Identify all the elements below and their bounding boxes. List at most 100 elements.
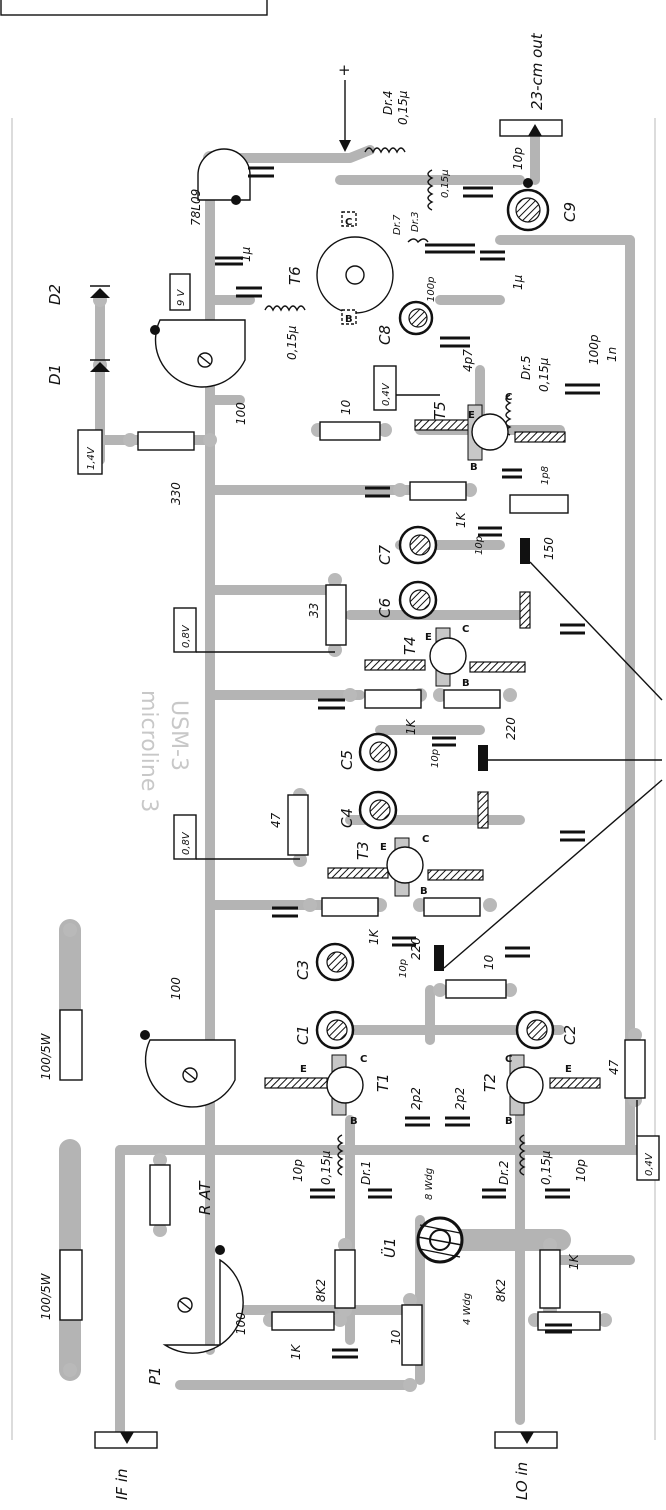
r100-5w-b-label: 100/5W <box>39 1272 53 1320</box>
r1k-right-label: 1K <box>567 1253 581 1270</box>
connector-if-in[interactable] <box>94 1431 158 1449</box>
t5-pin-e: E <box>468 410 475 421</box>
transformer-u1: 8 Wdg Ü1 4 Wdg <box>380 1168 473 1325</box>
cap-4p7-label: 4p7 <box>461 349 475 372</box>
dr4-value: 0,15µ <box>396 90 410 125</box>
cap-10p-l-label: 10p <box>291 1159 305 1182</box>
resistor-10-mid: 10 <box>445 954 507 999</box>
transistor-t5: E C B T5 <box>414 392 566 473</box>
stripline-c4 <box>477 791 489 829</box>
trimmer-c8[interactable]: C8 <box>376 300 434 345</box>
t3-pin-b: B <box>420 886 428 897</box>
t2-pin-c: C <box>505 1054 512 1065</box>
c4-label: C4 <box>338 808 356 828</box>
dr2-value: 0,15µ <box>539 1150 553 1185</box>
cap-c4-rail <box>560 830 585 842</box>
cap-10p-right: 10p <box>482 1159 588 1199</box>
choke-dr7: Dr.7 <box>392 214 429 244</box>
voltage-box-1v4: 1,4V <box>77 429 103 475</box>
regulator-label: 78L09 <box>189 189 203 226</box>
c7-label: C7 <box>376 545 394 565</box>
trimmer-c2[interactable]: C2 <box>515 1010 579 1050</box>
cap-2p2-a: 2p2 <box>405 1087 430 1127</box>
r10-t5-label: 10 <box>339 399 353 415</box>
port-lo-in-label: LO in <box>513 1462 531 1500</box>
trimmer-c6[interactable]: C6 <box>376 580 438 620</box>
resistor-10-t5: 10 <box>319 399 381 441</box>
t6-pin-c: C <box>345 217 352 228</box>
t5-pin-c: C <box>505 392 512 403</box>
trimmer-c9[interactable]: C9 <box>506 178 579 232</box>
resistor-1k-t4: 1K <box>364 689 422 735</box>
cap-left-bottom <box>332 1348 358 1359</box>
trimmer-c4[interactable]: C4 <box>338 790 398 830</box>
trimmer-c1[interactable]: C1 <box>294 1010 355 1050</box>
t1-pin-c: C <box>360 1054 367 1065</box>
cap-10p-t5: 10p <box>474 526 502 555</box>
cap-2p2-b: 2p2 <box>445 1087 470 1127</box>
stripline-leader-lines <box>443 561 663 969</box>
connector-23cm-out[interactable] <box>499 119 563 137</box>
dr5-label: Dr.5 <box>519 355 533 380</box>
resistor-150: 150 <box>509 494 569 560</box>
trimmer-c5[interactable]: C5 <box>338 732 398 772</box>
r220-t3-label: 220 <box>409 937 423 960</box>
r47-t2-label: 47 <box>607 1059 621 1075</box>
t3-label: T3 <box>354 841 372 860</box>
pot-p1[interactable]: P1 100 <box>146 1245 248 1385</box>
regulator-78l09: 78L09 <box>189 148 251 226</box>
voltage-box-0v8-b: 0,8V <box>173 814 300 860</box>
cap-9v-rail <box>236 286 262 298</box>
p1-label: P1 <box>146 1366 164 1385</box>
r8k2-right-label: 8K2 <box>494 1279 508 1302</box>
choke-t6-label: 0,15µ <box>285 325 299 360</box>
cap-10p-t4-label: 10p <box>430 749 441 768</box>
pot-100-t1[interactable]: 100 <box>140 977 236 1108</box>
trimmer-c7[interactable]: C7 <box>376 525 438 565</box>
voltage-box-9v: 9 V <box>169 273 191 311</box>
r220-t4-label: 220 <box>504 717 518 740</box>
diode-d1-label: D1 <box>46 364 64 385</box>
cap-100p-t6-label: 100p <box>426 277 437 302</box>
u1-secondary: 4 Wdg <box>462 1293 473 1325</box>
dr7-label: Dr.7 <box>392 214 403 235</box>
t3-pin-c: C <box>422 834 429 845</box>
c1-label: C1 <box>294 1025 312 1045</box>
dr1-label: Dr.1 <box>359 1160 373 1185</box>
t6-label: T6 <box>286 266 304 285</box>
resistor-1k-t5: 1K <box>409 481 468 528</box>
dr4-label: Dr.4 <box>381 90 395 115</box>
r47-t3-label: 47 <box>269 812 283 828</box>
transistor-t4: E C B T4 <box>364 624 526 689</box>
c3-label: C3 <box>294 960 312 980</box>
c2-label: C2 <box>561 1025 579 1045</box>
voltage-0v8-a: 0,8V <box>181 624 192 648</box>
connector-lo-in[interactable] <box>494 1431 558 1449</box>
trimmer-c3[interactable]: C3 <box>294 942 355 982</box>
t4-pin-b: B <box>462 678 470 689</box>
resistor-100-5w-a: 100/5W <box>39 1009 83 1081</box>
stripline-t5 <box>520 538 530 564</box>
resistor-330: 330 <box>137 431 195 505</box>
r1k-t5-label: 1K <box>454 511 468 528</box>
cap-2p2-b-label: 2p2 <box>453 1087 467 1110</box>
pot-upper-100[interactable]: 100 <box>150 319 248 425</box>
choke-dr3: Dr.3 0,15µ <box>410 169 451 232</box>
c6-label: C6 <box>376 598 394 618</box>
r1k-t4-label: 1K <box>404 718 418 735</box>
cap-1u-a: 1µ <box>215 246 253 266</box>
t3-pin-e: E <box>380 842 387 853</box>
voltage-0v4-bottom: 0,4V <box>644 1152 655 1176</box>
t2-label: T2 <box>481 1073 499 1092</box>
t5-label: T5 <box>431 401 449 420</box>
t2-pin-e: E <box>565 1064 572 1075</box>
diode-d1: D1 <box>46 359 110 385</box>
resistor-1k-t3: 1K <box>321 897 381 945</box>
cap-top-rail <box>248 166 274 178</box>
cap-1u-a-label: 1µ <box>239 246 253 262</box>
t4-pin-c: C <box>462 624 469 635</box>
resistor-33: 33 <box>307 584 347 646</box>
resistor-r-at: R AT <box>149 1164 214 1226</box>
dr1-value: 0,15µ <box>319 1150 333 1185</box>
cap-1u-b-label: 1µ <box>511 274 525 290</box>
